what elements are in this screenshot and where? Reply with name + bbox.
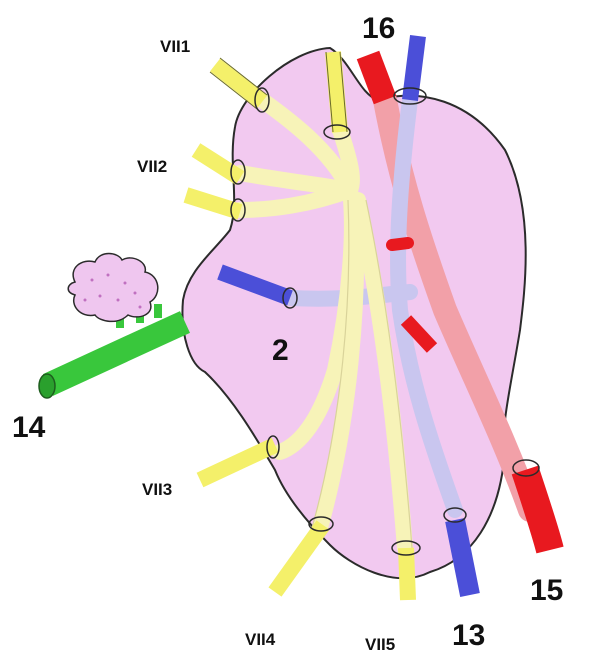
label-vii1: VII1 (160, 37, 190, 56)
duct-opening (39, 374, 55, 398)
label-vii4: VII4 (245, 630, 276, 649)
label-vii2: VII2 (137, 157, 167, 176)
label-2: 2 (272, 334, 289, 367)
nerve-trunk (333, 52, 340, 132)
parotid-duct (48, 322, 185, 385)
label-16: 16 (362, 12, 395, 45)
artery-15-end (525, 470, 550, 550)
accessory-gland (68, 254, 158, 322)
nerve-vii3 (200, 445, 275, 480)
artery-branch-upper (392, 243, 408, 245)
artery-16-end (368, 55, 385, 100)
label-vii5: VII5 (365, 635, 395, 654)
nerve-vii4 (275, 525, 323, 592)
vein-16-end (410, 36, 418, 100)
label-13: 13 (452, 619, 485, 652)
label-15: 15 (530, 574, 563, 607)
label-vii3: VII3 (142, 480, 172, 499)
label-14: 14 (12, 411, 46, 444)
nerve-vii5 (406, 548, 408, 600)
